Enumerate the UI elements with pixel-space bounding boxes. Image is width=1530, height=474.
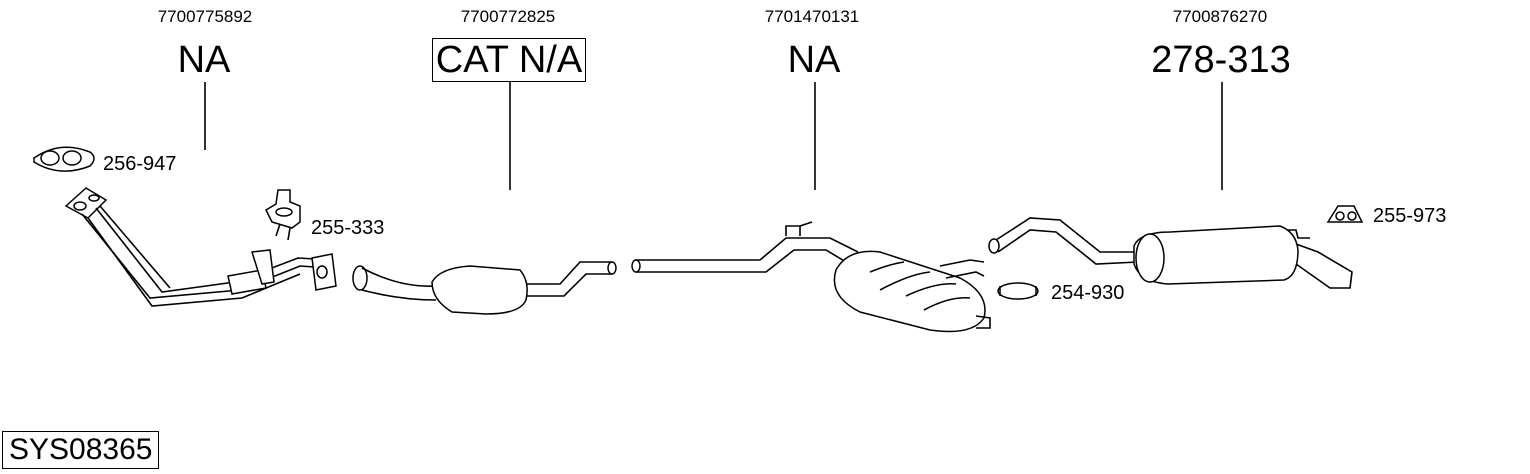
gasket-icon	[33, 146, 95, 172]
front-pipe-icon	[64, 187, 337, 307]
system-id-box: SYS08365	[2, 431, 160, 469]
ref-number-section-3: NA	[787, 39, 841, 81]
part-label-gasket: 256-947	[103, 153, 177, 175]
oem-number-section-4: 7700876270	[1172, 7, 1268, 26]
ref-number-section-4: 278-313	[1151, 39, 1291, 81]
ref-number-section-1: NA	[177, 39, 231, 81]
clamp-icon	[997, 282, 1039, 300]
oem-number-section-3: 7701470131	[764, 7, 860, 26]
part-label-rubber-hanger: 255-973	[1373, 205, 1447, 227]
rear-silencer-icon	[988, 217, 1353, 289]
part-label-clamp: 254-930	[1051, 282, 1125, 304]
centre-silencer-icon	[631, 221, 991, 333]
oem-number-section-1: 7700775892	[157, 7, 253, 26]
catalytic-converter-icon	[352, 261, 617, 315]
rubber-hanger-icon	[1326, 205, 1364, 223]
part-label-mount: 255-333	[311, 217, 385, 239]
ref-number-section-2: CAT N/A	[389, 38, 629, 82]
engine-mount-icon	[265, 189, 301, 241]
oem-number-section-2: 7700772825	[460, 7, 556, 26]
